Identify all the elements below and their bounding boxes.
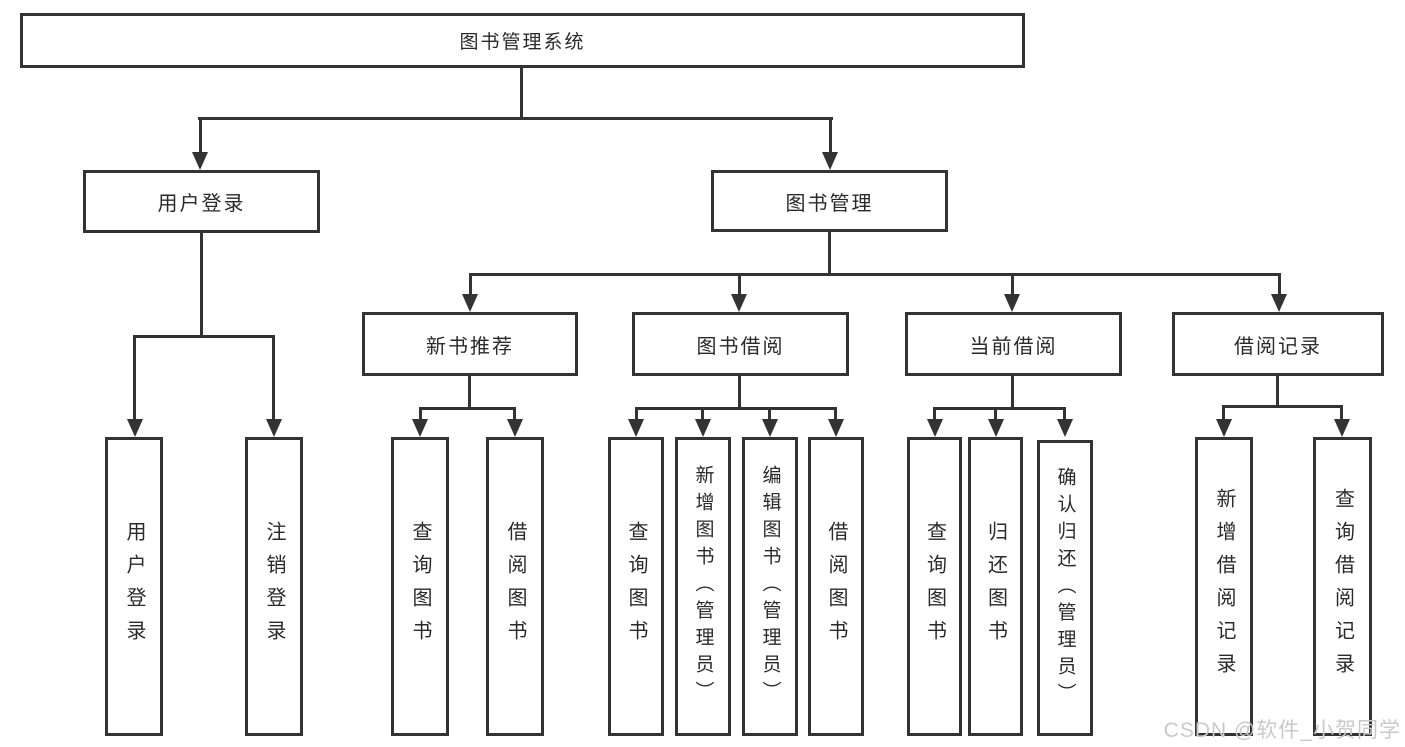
connector-record-rail bbox=[1223, 405, 1343, 408]
leaf-current-confirm-admin-label: 确认归还（管理员） bbox=[1054, 466, 1076, 710]
leaf-current-query: 查询图书 bbox=[907, 437, 962, 736]
connector-borrow-rail bbox=[636, 407, 837, 410]
connector-drop-bb2 bbox=[701, 407, 704, 421]
connector-root-rail bbox=[198, 117, 833, 120]
connector-borrow-stem bbox=[738, 376, 741, 407]
arrow-bb3 bbox=[762, 419, 778, 437]
csdn-watermark: CSDN @软件_小贺同学 bbox=[1163, 719, 1401, 742]
connector-drop-login bbox=[133, 335, 136, 421]
connector-drop-br1 bbox=[1222, 405, 1225, 421]
leaf-record-query: 查询借阅记录 bbox=[1313, 437, 1372, 736]
arrow-borrow bbox=[731, 294, 747, 312]
node-current-borrow: 当前借阅 bbox=[905, 312, 1122, 376]
arrow-cb1 bbox=[927, 419, 943, 437]
connector-drop-user-login bbox=[199, 117, 202, 154]
connector-drop-nb1 bbox=[419, 407, 422, 421]
connector-drop-book-mgmt bbox=[829, 117, 832, 154]
connector-drop-bb1 bbox=[635, 407, 638, 421]
leaf-user-login: 用户登录 bbox=[105, 437, 163, 736]
connector-drop-borrow bbox=[738, 273, 741, 296]
node-borrow-record-label: 借阅记录 bbox=[1234, 335, 1322, 358]
connector-drop-cb3 bbox=[1063, 407, 1066, 421]
arrow-bb2 bbox=[695, 419, 711, 437]
connector-current-stem bbox=[1011, 376, 1014, 407]
leaf-newbook-borrow-label: 借阅图书 bbox=[504, 520, 526, 653]
connector-drop-nb2 bbox=[513, 407, 516, 421]
connector-current-rail bbox=[934, 407, 1066, 410]
leaf-newbook-query-label: 查询图书 bbox=[409, 520, 431, 653]
connector-drop-new-book bbox=[469, 273, 472, 296]
node-user-login: 用户登录 bbox=[83, 170, 320, 233]
leaf-current-return: 归还图书 bbox=[968, 437, 1023, 736]
arrow-login bbox=[127, 419, 143, 437]
leaf-current-return-label: 归还图书 bbox=[984, 520, 1007, 653]
arrow-bb1 bbox=[628, 419, 644, 437]
connector-bookmgmt-stem bbox=[828, 232, 831, 273]
connector-record-stem bbox=[1276, 376, 1279, 405]
leaf-record-add: 新增借阅记录 bbox=[1195, 437, 1253, 736]
connector-drop-bb3 bbox=[768, 407, 771, 421]
connector-drop-br2 bbox=[1340, 405, 1343, 421]
connector-userlogin-stem bbox=[200, 233, 203, 335]
connector-userlogin-rail bbox=[134, 335, 275, 338]
leaf-current-query-label: 查询图书 bbox=[923, 520, 946, 653]
node-root-label: 图书管理系统 bbox=[459, 32, 586, 53]
connector-drop-record bbox=[1278, 273, 1281, 296]
arrow-nb2 bbox=[507, 419, 523, 437]
connector-newbook-rail bbox=[420, 407, 516, 410]
arrow-cb2 bbox=[988, 419, 1004, 437]
node-borrow-record: 借阅记录 bbox=[1172, 312, 1384, 376]
node-book-management-label: 图书管理 bbox=[785, 192, 874, 215]
leaf-borrow-query: 查询图书 bbox=[608, 437, 664, 736]
connector-drop-cb2 bbox=[994, 407, 997, 421]
leaf-current-confirm-admin: 确认归还（管理员） bbox=[1037, 440, 1093, 736]
arrow-bb4 bbox=[828, 419, 844, 437]
arrow-nb1 bbox=[412, 419, 428, 437]
leaf-logout: 注销登录 bbox=[245, 437, 303, 736]
arrow-current bbox=[1004, 294, 1020, 312]
node-user-login-label: 用户登录 bbox=[157, 193, 246, 215]
leaf-borrow-edit-admin: 编辑图书（管理员） bbox=[742, 437, 798, 736]
leaf-logout-label: 注销登录 bbox=[263, 520, 285, 653]
arrow-user-login bbox=[192, 152, 208, 170]
connector-bookmgmt-rail bbox=[470, 273, 1281, 276]
node-root: 图书管理系统 bbox=[20, 13, 1025, 68]
leaf-borrow-add-admin-label: 新增图书（管理员） bbox=[692, 465, 714, 708]
leaf-borrow-borrow: 借阅图书 bbox=[808, 437, 864, 736]
arrow-br2 bbox=[1334, 419, 1350, 437]
connector-root-stem bbox=[520, 68, 523, 117]
arrow-cb3 bbox=[1057, 419, 1073, 437]
arrow-book-mgmt bbox=[822, 152, 838, 170]
leaf-newbook-query: 查询图书 bbox=[391, 437, 449, 736]
node-book-management: 图书管理 bbox=[711, 170, 948, 232]
connector-drop-bb4 bbox=[834, 407, 837, 421]
connector-drop-logout bbox=[272, 335, 275, 421]
connector-newbook-stem bbox=[468, 376, 471, 407]
arrow-record bbox=[1271, 294, 1287, 312]
arrow-new-book bbox=[462, 294, 478, 312]
leaf-borrow-query-label: 查询图书 bbox=[625, 520, 647, 653]
leaf-borrow-edit-admin-label: 编辑图书（管理员） bbox=[759, 465, 781, 708]
node-new-book-recommend: 新书推荐 bbox=[362, 312, 578, 376]
leaf-record-add-label: 新增借阅记录 bbox=[1213, 487, 1235, 686]
node-book-borrow-label: 图书借阅 bbox=[696, 335, 785, 358]
arrow-br1 bbox=[1216, 419, 1232, 437]
leaf-newbook-borrow: 借阅图书 bbox=[486, 437, 544, 736]
node-book-borrow: 图书借阅 bbox=[632, 312, 849, 376]
leaf-borrow-add-admin: 新增图书（管理员） bbox=[675, 437, 731, 736]
leaf-borrow-borrow-label: 借阅图书 bbox=[825, 520, 847, 653]
node-new-book-recommend-label: 新书推荐 bbox=[426, 335, 514, 358]
connector-drop-cb1 bbox=[933, 407, 936, 421]
connector-drop-current bbox=[1011, 273, 1014, 296]
leaf-record-query-label: 查询借阅记录 bbox=[1331, 487, 1354, 686]
arrow-logout bbox=[266, 419, 282, 437]
node-current-borrow-label: 当前借阅 bbox=[969, 335, 1058, 358]
leaf-user-login-label: 用户登录 bbox=[123, 520, 145, 653]
